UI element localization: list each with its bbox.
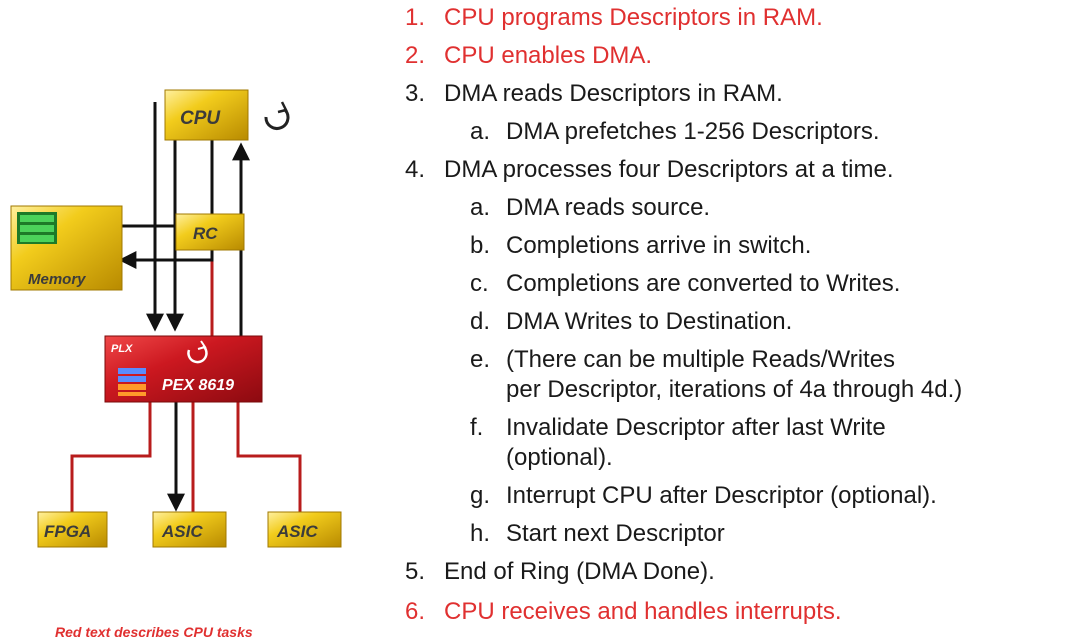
substep-text-line-1: Invalidate Descriptor after last Write <box>506 414 886 441</box>
cpu-loop-icon <box>264 101 290 130</box>
substep-letter: h. <box>470 520 491 547</box>
step-number: 1. <box>405 4 426 31</box>
red-links <box>70 250 302 516</box>
pex-loop-icon <box>187 340 208 364</box>
substep-text: Start next Descriptor <box>506 520 725 547</box>
step-text: DMA reads Descriptors in RAM. <box>444 80 783 107</box>
substep-text: Interrupt CPU after Descriptor (optional… <box>506 482 937 509</box>
substep-text: DMA prefetches 1-256 Descriptors. <box>506 118 880 145</box>
substep-text-line-1: (There can be multiple Reads/Writes <box>506 346 896 373</box>
pex-to-asic2-link <box>236 402 302 516</box>
substep-letter: g. <box>470 482 491 509</box>
step-number: 2. <box>405 42 426 69</box>
plx-logo: PLX <box>111 343 133 355</box>
dma-system-diagram: CPU Memory RC PLX PEX 8 <box>10 89 342 548</box>
fpga-box: FPGA <box>37 511 108 548</box>
asic-box-1: ASIC <box>152 511 227 548</box>
substep-letter: f. <box>470 414 484 441</box>
asic-label-1: ASIC <box>161 522 203 541</box>
rc-to-memory-read-arrow <box>118 250 214 269</box>
asic-label-2: ASIC <box>276 522 318 541</box>
fpga-label: FPGA <box>44 522 91 541</box>
step-text: DMA processes four Descriptors at a time… <box>444 156 894 183</box>
step-text: End of Ring (DMA Done). <box>444 558 715 585</box>
substep-letter: d. <box>470 308 491 335</box>
dma-queue-icon <box>118 368 146 396</box>
step-text: CPU programs Descriptors in RAM. <box>444 4 823 31</box>
memory-icon <box>17 212 57 244</box>
memory-box: Memory <box>10 205 123 291</box>
rc-box: RC <box>175 213 245 251</box>
cpu-label: CPU <box>180 108 221 129</box>
legend-footnote: Red text describes CPU tasks <box>55 624 253 640</box>
substep-text: DMA Writes to Destination. <box>506 308 793 335</box>
substep-letter: a. <box>470 118 491 145</box>
rc-label: RC <box>193 224 218 243</box>
substep-letter: a. <box>470 194 491 221</box>
step-number: 4. <box>405 156 426 183</box>
memory-label: Memory <box>28 271 86 288</box>
substep-text-line-2: (optional). <box>506 444 613 471</box>
substep-text: Completions arrive in switch. <box>506 232 812 259</box>
pex-to-fpga-link <box>70 392 152 516</box>
asic-box-2: ASIC <box>267 511 342 548</box>
step-text: CPU enables DMA. <box>444 42 653 69</box>
substep-text: Completions are converted to Writes. <box>506 270 901 297</box>
pex-switch-box: PLX PEX 8619 <box>104 335 263 403</box>
step-number: 6. <box>405 598 426 625</box>
pex-label: PEX 8619 <box>162 377 234 394</box>
step-number: 5. <box>405 558 426 585</box>
substep-letter: c. <box>470 270 489 297</box>
substep-letter: e. <box>470 346 491 373</box>
substep-text: DMA reads source. <box>506 194 711 221</box>
cpu-box: CPU <box>164 89 249 141</box>
substep-text-line-2: per Descriptor, iterations of 4a through… <box>506 376 963 403</box>
step-number: 3. <box>405 80 426 107</box>
step-text: CPU receives and handles interrupts. <box>444 598 842 625</box>
substep-letter: b. <box>470 232 491 259</box>
